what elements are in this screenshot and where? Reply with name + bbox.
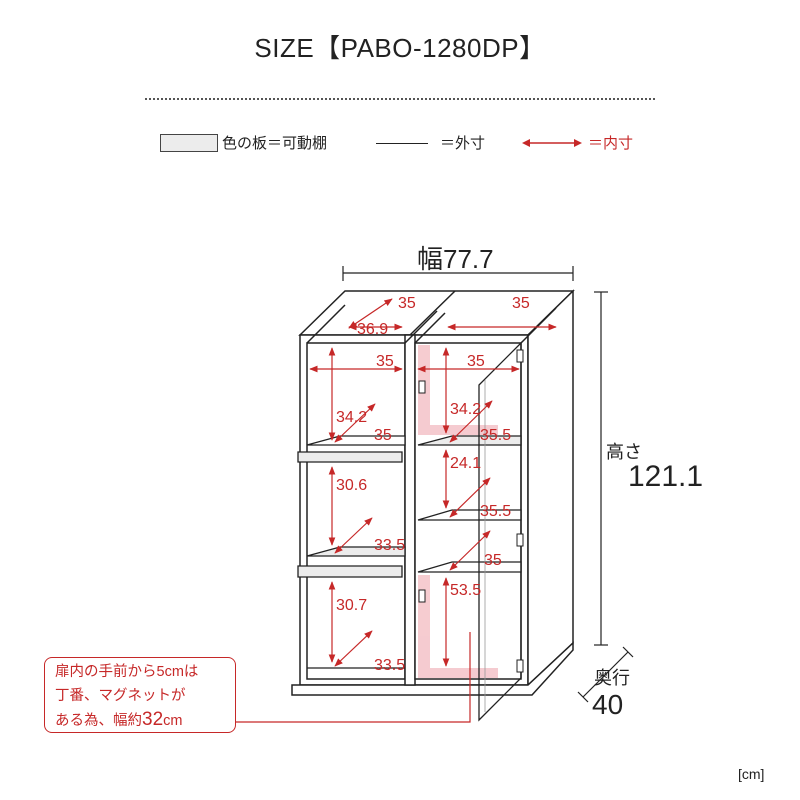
- cabinet-body: [291, 289, 575, 696]
- double-arrow-icon: [522, 139, 582, 147]
- left-row2-depth: 33.5: [374, 537, 405, 554]
- left-row3-depth: 33.5: [374, 657, 405, 674]
- note-line-1: 扉内の手前から5cmは: [55, 664, 199, 680]
- right-row1-width: 35: [467, 353, 485, 370]
- top-right-width: 35: [512, 295, 530, 312]
- right-row3-depth: 35: [484, 552, 502, 569]
- right-row1-height: 34.2: [450, 401, 481, 418]
- legend-outer-label: ＝外寸: [440, 135, 486, 152]
- note-line-3-prefix: ある為、幅約: [55, 713, 142, 729]
- left-row1-width: 35: [376, 353, 394, 370]
- top-depth: 36.9: [357, 321, 388, 338]
- left-row3-height: 30.7: [336, 597, 367, 614]
- legend-inner-label: ＝内寸: [588, 135, 634, 152]
- top-left-width: 35: [398, 295, 416, 312]
- height-value: 121.1: [628, 460, 703, 493]
- left-row2-height: 30.6: [336, 477, 367, 494]
- width-label: 幅77.7: [417, 244, 494, 274]
- left-row1-height: 34.2: [336, 409, 367, 426]
- left-row1-depth: 35: [374, 427, 392, 444]
- note-width-value: 32: [142, 709, 164, 730]
- door-clearance-note: 扉内の手前から5cmは 丁番、マグネットが ある為、幅約32cm: [44, 657, 236, 733]
- outer-dimension-lines: [342, 266, 634, 703]
- depth-value: 40: [592, 689, 623, 720]
- note-line-3-unit: cm: [163, 713, 183, 729]
- right-row2-depth: 35.5: [480, 503, 511, 520]
- note-leader-line: [236, 632, 471, 723]
- dotted-divider: [145, 98, 655, 100]
- note-line-3: ある為、幅約32cm: [55, 708, 235, 733]
- height-label: 高さ: [606, 442, 642, 462]
- depth-label: 奥行: [594, 668, 630, 688]
- shelf-swatch-icon: [160, 134, 218, 152]
- hinge-icons: [418, 349, 524, 673]
- unit-label: [cm]: [738, 766, 765, 782]
- inner-dimension-arrows: [309, 298, 557, 667]
- legend: 色の板＝可動棚 ＝外寸 ＝内寸: [0, 128, 800, 158]
- note-line-2: 丁番、マグネットが: [55, 688, 186, 704]
- legend-shelf-label: 色の板＝可動棚: [222, 135, 328, 152]
- right-row2-height: 24.1: [450, 455, 481, 472]
- page-title: SIZE【PABO-1280DP】: [254, 33, 546, 63]
- right-row3-height: 53.5: [450, 582, 481, 599]
- right-row1-depth: 35.5: [480, 427, 511, 444]
- outer-line-icon: [376, 143, 428, 144]
